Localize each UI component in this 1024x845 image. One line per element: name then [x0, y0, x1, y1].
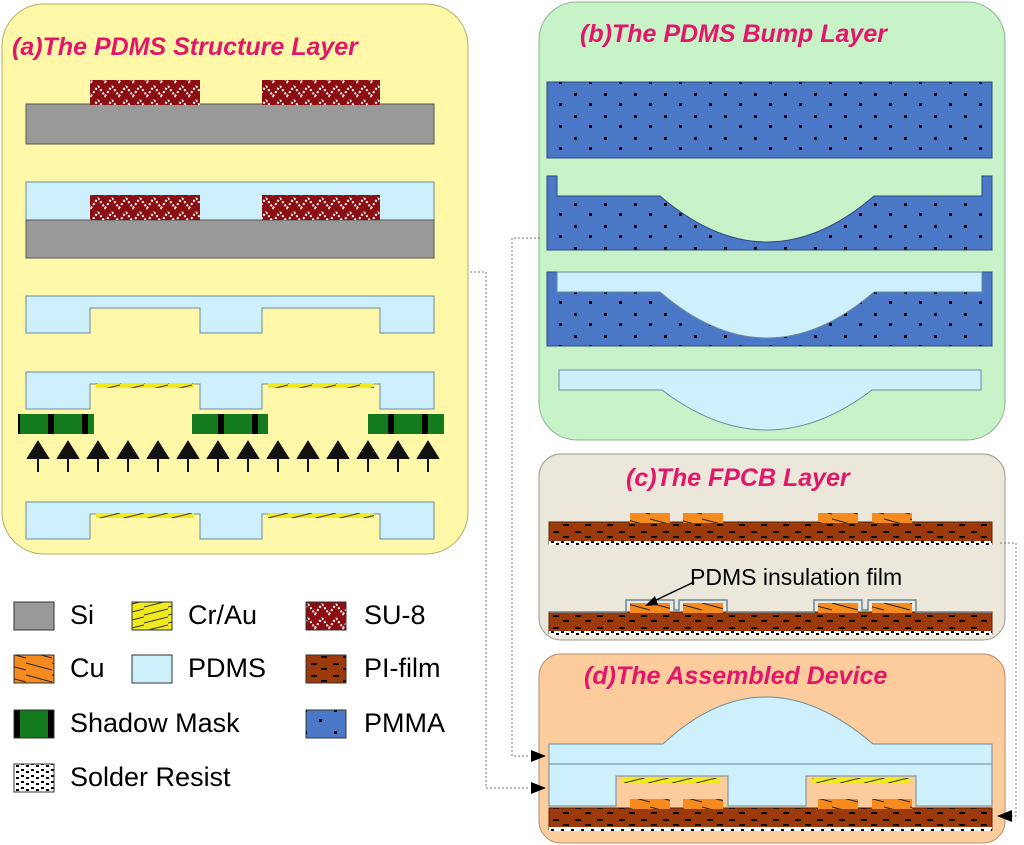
legend-label-pdms: PDMS — [188, 653, 267, 683]
arrowhead-structure-layer — [531, 782, 546, 794]
panel-a-step-2 — [25, 181, 435, 259]
legend-label-mask: Shadow Mask — [70, 708, 240, 738]
panel-b-step-3 — [546, 271, 993, 347]
legend-swatch-su8 — [305, 601, 347, 631]
legend-swatch-pdms — [131, 654, 173, 684]
panel-b-step-2 — [546, 175, 993, 251]
panel-b-title: (b)The PDMS Bump Layer — [580, 20, 887, 48]
legend-label-si: Si — [70, 600, 95, 630]
arrowhead-bump-layer — [531, 750, 546, 762]
legend-label-su8: SU-8 — [364, 600, 426, 630]
panel-c-title: (c)The FPCB Layer — [626, 464, 850, 492]
panel-b-step-1 — [546, 81, 993, 159]
insulation-pointer-arrow — [645, 581, 695, 606]
legend-label-cu: Cu — [70, 653, 105, 683]
legend-label-resist: Solder Resist — [70, 762, 231, 792]
legend-swatch-pifilm — [305, 654, 347, 684]
panel-a-step-3 — [25, 295, 435, 334]
legend-swatches — [13, 601, 347, 793]
panel-d-title: (d)The Assembled Device — [584, 662, 888, 690]
arrowhead-fpcb-layer — [997, 810, 1012, 822]
panel-c-background — [538, 453, 1006, 641]
panel-a-step-5 — [25, 501, 435, 540]
connector-arrowheads — [531, 750, 1012, 822]
panel-a-title: (a)The PDMS Structure Layer — [12, 33, 358, 61]
panel-b-step-4 — [558, 369, 982, 431]
legend-label-pifilm: PI-film — [364, 653, 441, 683]
panel-a-step-4 — [25, 371, 435, 410]
panel-c-step-2 — [548, 599, 993, 635]
legend-label-pmma: PMMA — [364, 708, 445, 738]
legend-label-crau: Cr/Au — [188, 600, 258, 630]
panel-a-step-1 — [25, 80, 435, 145]
legend-swatch-resist — [13, 763, 55, 793]
panel-d-assembled — [548, 696, 993, 831]
legend-swatch-si — [13, 601, 55, 631]
legend-swatch-cu — [13, 654, 55, 684]
legend-swatch-mask — [13, 709, 55, 739]
legend-swatch-crau — [131, 601, 173, 631]
legend-swatch-pmma — [305, 709, 347, 739]
insulation-film-label: PDMS insulation film — [690, 564, 903, 590]
connector-lines — [470, 237, 1017, 817]
panel-c-step-1 — [548, 513, 993, 545]
exposure-arrows — [26, 440, 440, 472]
shadow-masks — [18, 414, 444, 434]
